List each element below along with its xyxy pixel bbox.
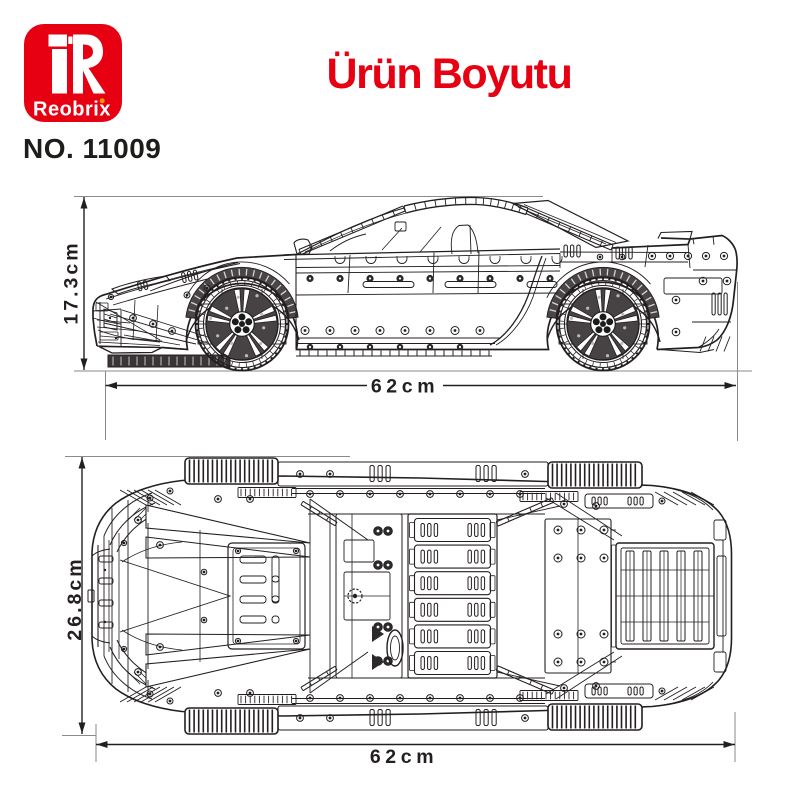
svg-text:17.3cm: 17.3cm xyxy=(61,240,83,324)
svg-text:62cm: 62cm xyxy=(371,375,439,397)
svg-text:26.8cm: 26.8cm xyxy=(64,556,86,640)
svg-text:62cm: 62cm xyxy=(370,746,438,768)
svg-text:Reobrix: Reobrix xyxy=(33,99,111,121)
